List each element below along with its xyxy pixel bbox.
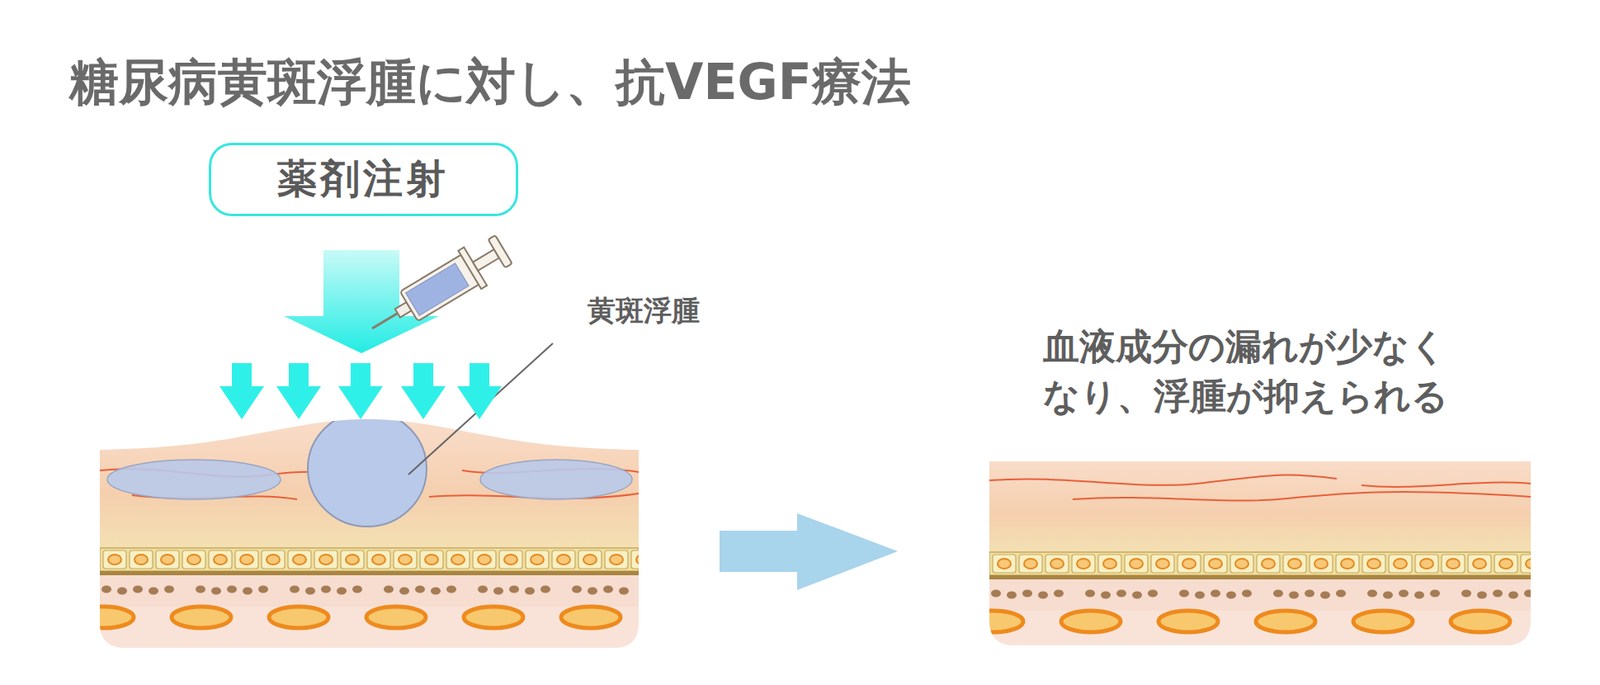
small-arrow <box>457 363 502 420</box>
note-text: 血液成分の漏れが少なく なり、浮腫が抑えられる <box>1043 321 1461 421</box>
retina-tissue <box>74 410 655 648</box>
syringe <box>360 230 515 348</box>
small-arrow <box>401 363 446 420</box>
transition-arrow <box>719 513 898 590</box>
part-label: 黄斑浮腫 <box>587 292 700 331</box>
node-text: 薬剤注射 <box>277 152 449 206</box>
retina-tissue <box>963 457 1544 646</box>
small-arrow <box>219 363 265 420</box>
small-arrow <box>338 363 383 420</box>
process-box: 薬剤注射 <box>208 142 519 217</box>
title: 糖尿病黄斑浮腫に対し、抗VEGF療法 <box>69 49 911 117</box>
small-arrow <box>276 363 321 420</box>
